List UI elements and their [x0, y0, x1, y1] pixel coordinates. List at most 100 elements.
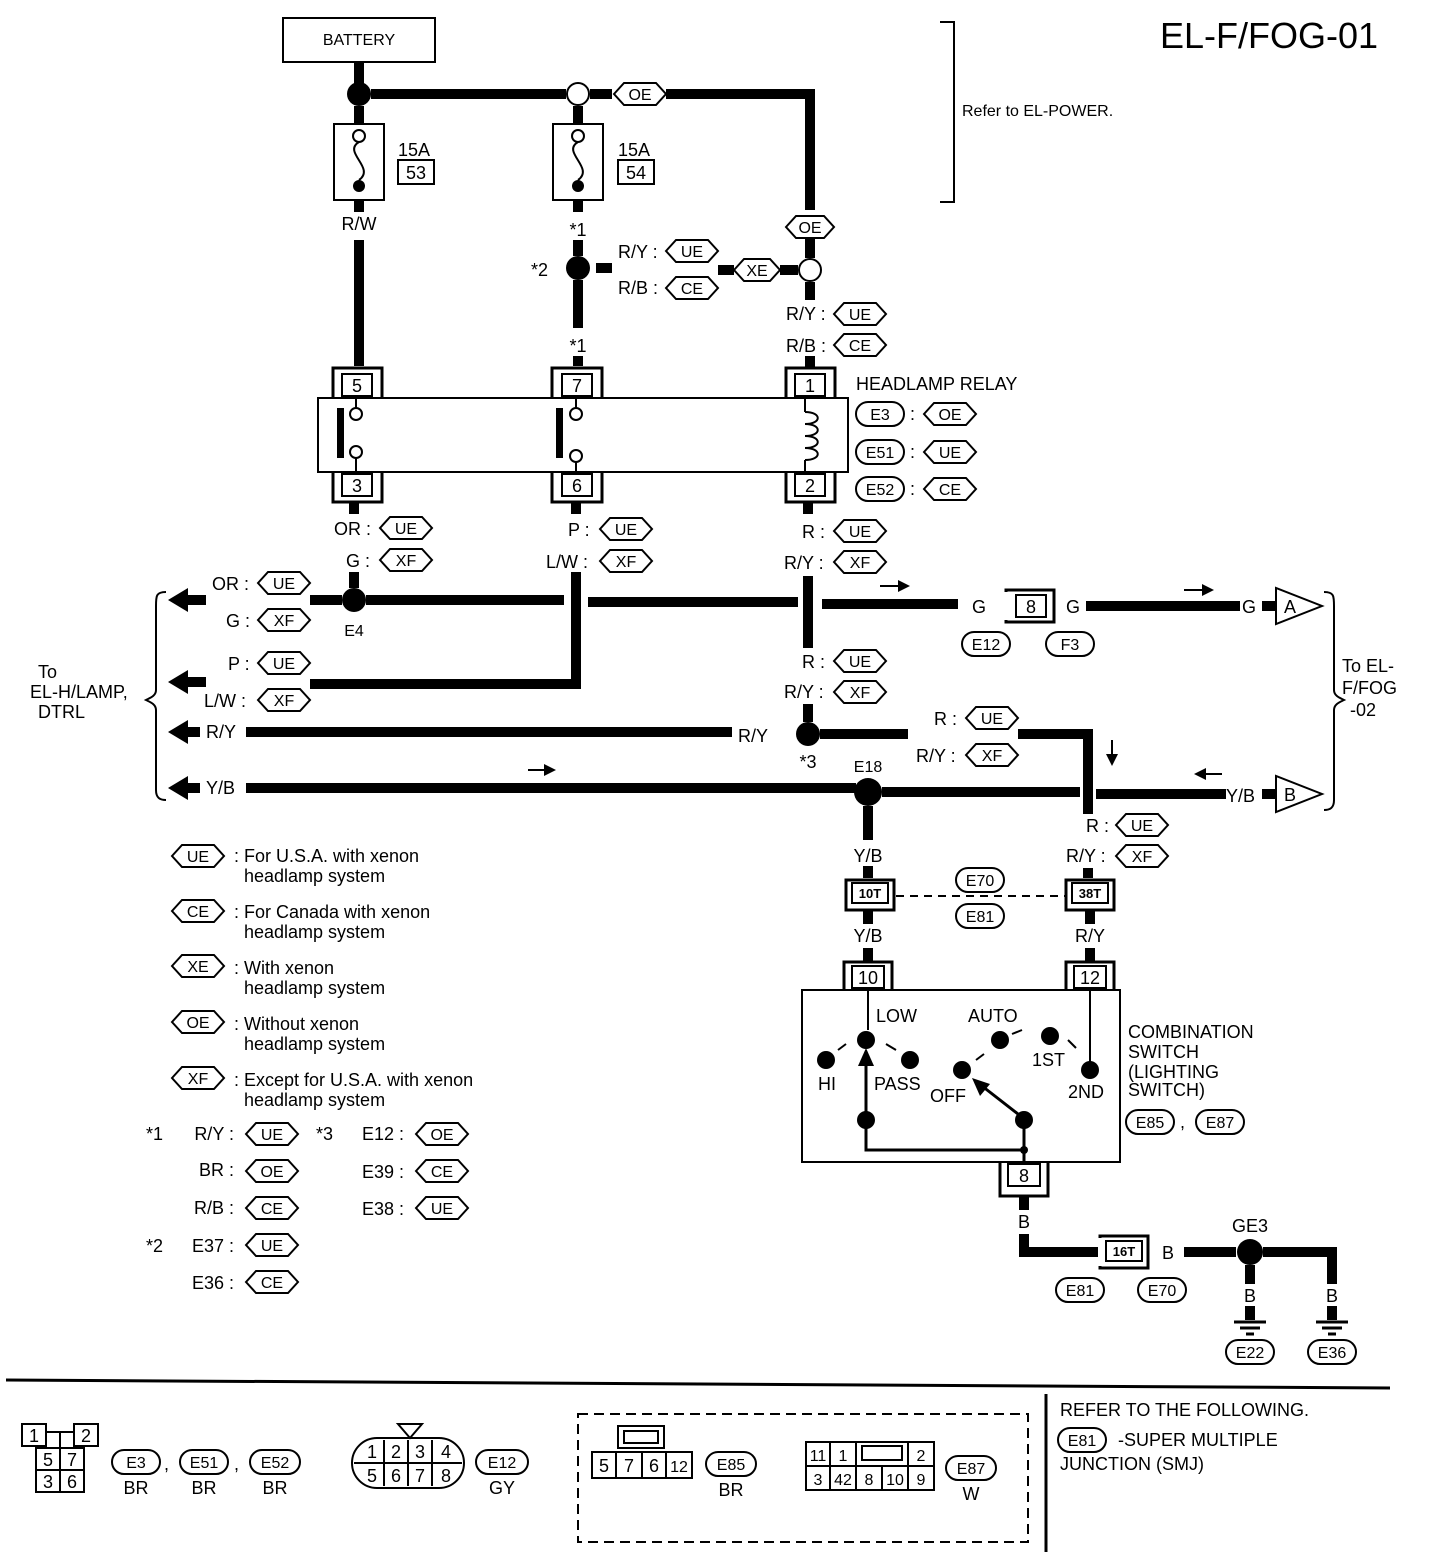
svg-text::: : — [910, 479, 915, 499]
label-ry-left: R/Y — [206, 722, 236, 742]
switch-pin-8: 8 — [1019, 1166, 1029, 1186]
switch-title-4: SWITCH) — [1128, 1080, 1205, 1100]
label-yb-switch: Y/B — [853, 926, 882, 946]
svg-text:11: 11 — [810, 1448, 827, 1465]
conn-e81: E81 — [966, 909, 995, 926]
switch-pin-12: 12 — [1080, 968, 1100, 988]
face-conn-e85: E85 — [717, 1457, 746, 1474]
relay-conn-e52: E52 — [866, 482, 895, 499]
label-ry-splice: R/Y — [738, 726, 768, 746]
svg-text:10: 10 — [886, 1472, 904, 1489]
svg-text:CE: CE — [939, 482, 961, 499]
switch-title-3: (LIGHTING — [1128, 1062, 1219, 1082]
label-lw-pin6: L/W : — [546, 552, 588, 572]
wire-label-rw: R/W — [342, 214, 377, 234]
legend-ue-1: : For U.S.A. with xenon — [234, 846, 419, 866]
svg-text:2: 2 — [917, 1448, 926, 1465]
open-splice-top — [566, 82, 590, 106]
svg-text:BR :: BR : — [199, 1160, 234, 1180]
svg-text:*3: *3 — [316, 1124, 333, 1144]
svg-text:UE: UE — [615, 522, 637, 539]
svg-text:CE: CE — [431, 1164, 453, 1181]
code-oe-right — [784, 215, 836, 239]
label-yb-right: Y/B — [1226, 786, 1255, 806]
svg-text:OE: OE — [628, 87, 651, 104]
left-dest-2: EL-H/LAMP, — [30, 682, 128, 702]
svg-text:UE: UE — [261, 1238, 283, 1255]
svg-text:UE: UE — [1131, 818, 1153, 835]
svg-text:CE: CE — [681, 281, 703, 298]
svg-text:3: 3 — [814, 1472, 823, 1489]
label-or-pin3: OR : — [334, 519, 371, 539]
pos-pass: PASS — [874, 1074, 921, 1094]
label-yb-left: Y/B — [206, 778, 235, 798]
arrow-left-2 — [168, 670, 188, 694]
svg-text:UE: UE — [981, 711, 1003, 728]
diagram-title: EL-F/FOG-01 — [1160, 15, 1378, 56]
svg-text:XE: XE — [746, 263, 767, 280]
pos-auto: AUTO — [968, 1006, 1018, 1026]
star1-top: *1 — [569, 220, 586, 240]
pos-off: OFF — [930, 1086, 966, 1106]
svg-text:*1: *1 — [146, 1124, 163, 1144]
e12-connector-face: 1 2 3 4 5 6 7 8 — [351, 1423, 465, 1489]
e85-connector-face: 5 7 6 12 — [591, 1425, 693, 1479]
label-yb-e18: Y/B — [853, 846, 882, 866]
fuse-53-number: 53 — [406, 163, 426, 183]
svg-text:42: 42 — [834, 1472, 852, 1489]
star3-label: *3 — [799, 752, 816, 772]
connector-16t — [1105, 1240, 1143, 1262]
svg-text:E37 :: E37 : — [192, 1236, 234, 1256]
legend-ue-2: headlamp system — [244, 866, 385, 886]
label-ry-switch: R/Y — [1075, 926, 1105, 946]
svg-text:XF: XF — [616, 554, 637, 571]
conn-e22: E22 — [1236, 1345, 1265, 1362]
node-ge3: GE3 — [1232, 1216, 1268, 1236]
face-color-e85: BR — [718, 1480, 743, 1500]
headlamp-relay — [317, 397, 849, 473]
svg-text:UE: UE — [273, 576, 295, 593]
svg-text:OE: OE — [260, 1164, 283, 1181]
connector-e12-f3 — [1015, 594, 1047, 618]
legend-xf-2: headlamp system — [244, 1090, 385, 1110]
pos-low: LOW — [876, 1006, 917, 1026]
flow-arrow-g-right — [1202, 584, 1214, 596]
svg-text:A: A — [1284, 597, 1296, 617]
relay-conn-e51: E51 — [866, 445, 895, 462]
conn-e12: E12 — [972, 637, 1001, 654]
label-g-pin3: G : — [346, 551, 370, 571]
svg-text:OE: OE — [938, 407, 961, 424]
wire-pin6 — [310, 572, 581, 689]
svg-text:6: 6 — [649, 1456, 659, 1476]
label-r-mid: R : — [802, 652, 825, 672]
svg-text:UE: UE — [681, 244, 703, 261]
svg-text:XF: XF — [188, 1071, 209, 1088]
legend-xf-1: : Except for U.S.A. with xenon — [234, 1070, 473, 1090]
conn-e81-ground: E81 — [1066, 1283, 1095, 1300]
face-color-e51: BR — [191, 1478, 216, 1498]
face-conn-e3: E3 — [126, 1455, 146, 1472]
relay-pin-3: 3 — [352, 476, 362, 496]
flow-arrow-g — [898, 580, 910, 592]
relay-pin-2: 2 — [805, 476, 815, 496]
svg-text:8: 8 — [865, 1472, 874, 1489]
svg-text:1: 1 — [839, 1448, 848, 1465]
svg-text:XF: XF — [850, 555, 871, 572]
svg-text:6: 6 — [391, 1466, 401, 1486]
label-ry-mid: R/Y : — [784, 682, 824, 702]
label-ry-star2: R/Y : — [618, 242, 658, 262]
svg-text:UE: UE — [273, 656, 295, 673]
label-or-left: OR : — [212, 574, 249, 594]
label-rb-star2: R/B : — [618, 278, 658, 298]
legend: UE : For U.S.A. with xenon headlamp syst… — [170, 844, 473, 1110]
svg-text:8: 8 — [441, 1466, 451, 1486]
relay-pin-1: 1 — [805, 376, 815, 396]
svg-text:,: , — [234, 1454, 239, 1474]
refer-following: REFER TO THE FOLLOWING. — [1060, 1400, 1309, 1420]
relay-pin-7: 7 — [572, 376, 582, 396]
flow-arrow-down — [1106, 754, 1118, 766]
svg-text:OE: OE — [186, 1015, 209, 1032]
switch-title-2: SWITCH — [1128, 1042, 1199, 1062]
face-color-e3: BR — [123, 1478, 148, 1498]
face-color-e87: W — [963, 1484, 980, 1504]
